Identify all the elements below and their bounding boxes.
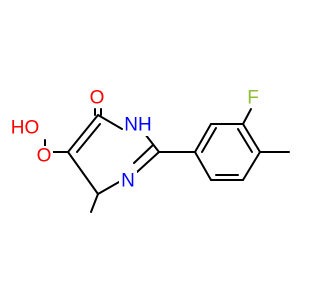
nitrogen-ring-text: N xyxy=(121,171,135,192)
bond-ar4-ar5 xyxy=(242,151,261,181)
nitrogen-ring-label: N xyxy=(119,171,137,192)
atom-labels: O NH N HO O F xyxy=(8,88,261,192)
fluorine-label: F xyxy=(245,88,261,109)
bond-c4-methyl xyxy=(90,193,99,213)
oxygen-carbonyl-label: O xyxy=(35,146,53,167)
bonds xyxy=(44,108,290,213)
bond-c6-n1 xyxy=(97,114,123,130)
hydroxyl-text: HO xyxy=(11,118,40,139)
nitrogen-nh-text: NH xyxy=(124,115,151,136)
bond-c5-c6-inner xyxy=(76,123,101,153)
nitrogen-nh-label: NH xyxy=(124,114,152,136)
bond-n3-c4 xyxy=(97,181,120,195)
bond-c2-n3 xyxy=(136,151,160,173)
bond-ar3-f xyxy=(242,108,252,125)
bond-ar1-ar2-inner xyxy=(201,127,217,153)
bond-ar6-ar1 xyxy=(194,151,212,181)
bond-c5-c6 xyxy=(67,114,99,153)
oxygen-carbonyl-text: O xyxy=(37,146,52,167)
fluorine-text: F xyxy=(247,88,259,109)
bond-c4-c5 xyxy=(67,151,99,195)
hydroxyl-label: HO xyxy=(8,117,40,139)
oxygen-ketone-text: O xyxy=(90,88,105,109)
molecule-structure: O NH N HO O F xyxy=(8,87,290,213)
bond-c2-n3-inner xyxy=(133,144,154,164)
bond-ar3-ar4 xyxy=(242,123,261,153)
bond-ar3-ar4-inner xyxy=(237,128,253,153)
oxygen-ketone-label: O xyxy=(89,88,105,109)
bond-n1-c2 xyxy=(144,133,160,153)
bond-ar1-ar2 xyxy=(194,123,212,153)
